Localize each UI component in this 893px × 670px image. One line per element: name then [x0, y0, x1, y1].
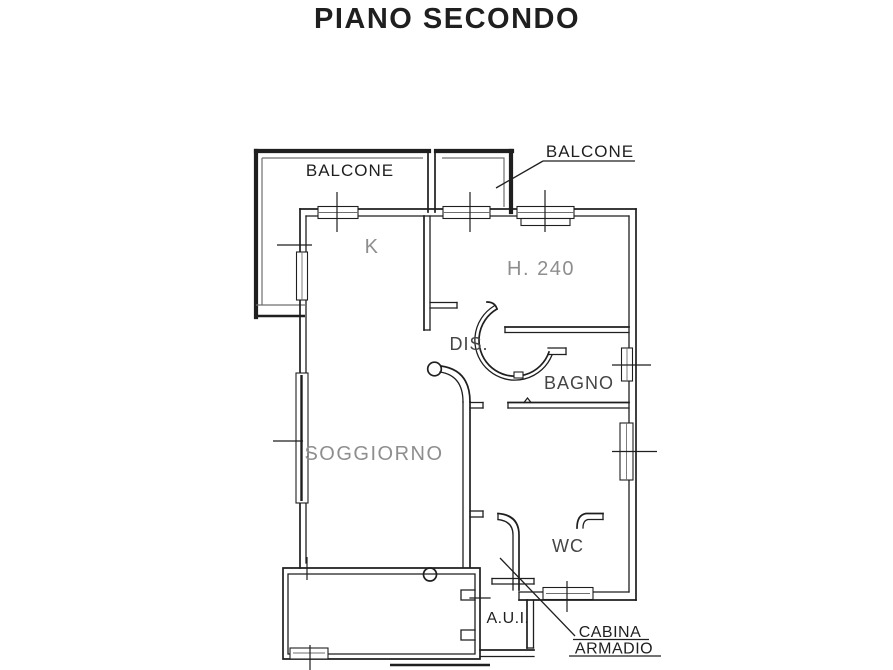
page-title: PIANO SECONDO: [314, 3, 580, 35]
room-label-balcone-left: BALCONE: [306, 161, 394, 180]
bagno-door-swing: [474, 301, 567, 381]
labels: PIANO SECONDO BALCONE BALCONE K H. 240 D…: [304, 3, 653, 658]
interior-walls: [423, 215, 630, 658]
window-ticks: [273, 190, 657, 670]
wall-pivot-column: [426, 361, 443, 377]
room-label-kitchen: K: [365, 236, 380, 258]
room-label-cabina-line1: CABINA: [579, 624, 642, 641]
room-label-dis: DIS.: [449, 334, 488, 354]
balcony-left-walls: [253, 148, 432, 320]
room-label-aui: A.U.I.: [486, 610, 529, 627]
room-label-bagno: BAGNO: [544, 373, 614, 393]
balcony-divider-wall: [427, 150, 436, 213]
apartment-outline: [299, 208, 637, 601]
terrace-walls: [282, 567, 481, 660]
terrace-column: [422, 567, 438, 582]
room-label-soggiorno: SOGGIORNO: [304, 443, 443, 465]
room-label-cabina-line2: ARMADIO: [575, 641, 653, 658]
room-label-balcone-right: BALCONE: [546, 142, 634, 161]
room-label-wc: WC: [552, 536, 584, 556]
leader-balcone-right: [495, 160, 635, 189]
leader-cabina-armadio: [499, 557, 661, 657]
balcony-right-walls: [433, 148, 515, 215]
room-label-height-note: H. 240: [507, 258, 575, 280]
